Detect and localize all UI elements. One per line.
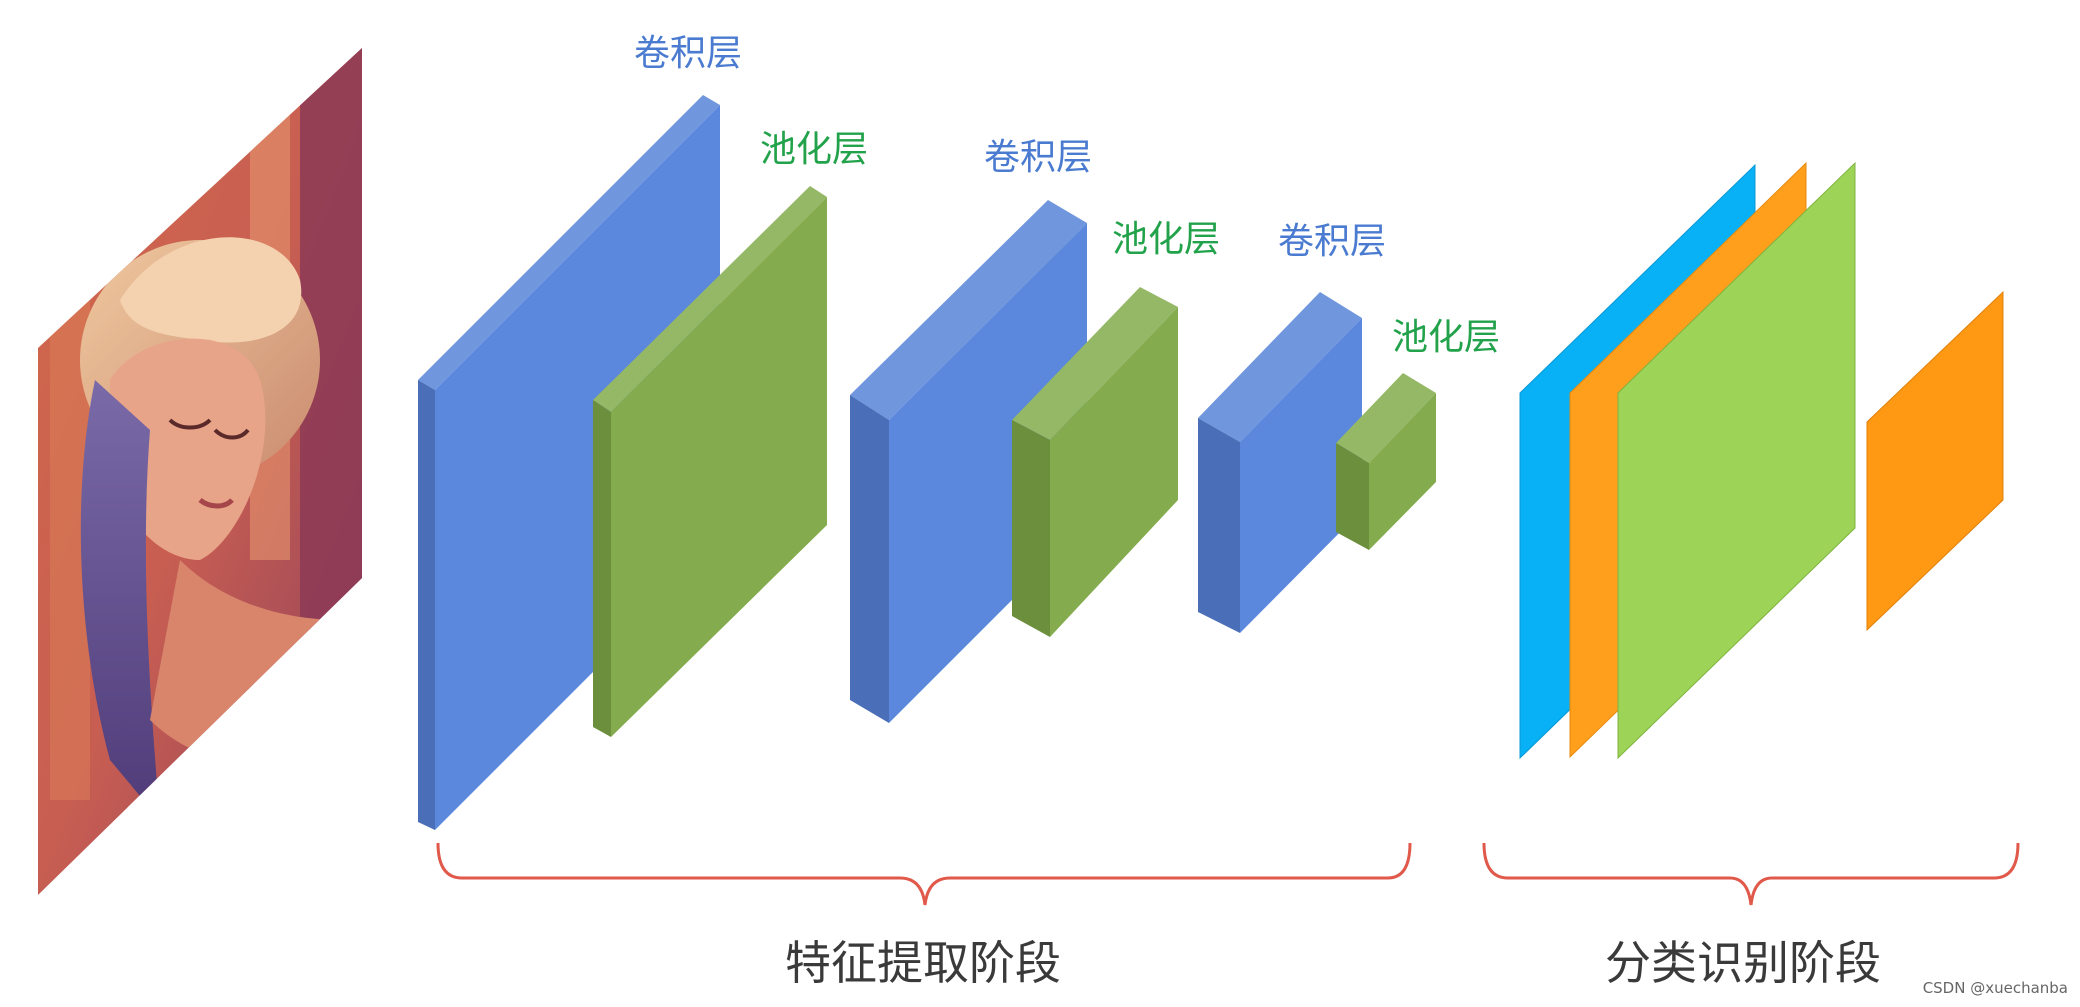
- input-image: [38, 48, 362, 895]
- pool-layer-3: [1336, 373, 1436, 550]
- pool-layer-1-side: [593, 400, 611, 737]
- pool-label-2: 池化层: [1112, 219, 1221, 260]
- conv-layer-2: [850, 200, 1087, 723]
- conv-layer-3-front: [1240, 318, 1362, 633]
- feature-extraction-brace: [436, 842, 1412, 906]
- conv-label-1: 卷积层: [634, 33, 743, 74]
- conv-layer-1-side: [418, 380, 435, 830]
- pool-layer-1-top: [593, 186, 827, 412]
- feature-extraction-label: 特征提取阶段: [785, 936, 1061, 990]
- conv-layer-1: [418, 95, 720, 830]
- conv-label-3: 卷积层: [1278, 221, 1387, 262]
- pool-layer-1-front: [611, 197, 827, 737]
- pool-label-3: 池化层: [1392, 317, 1501, 358]
- output-layer: [1866, 290, 2004, 632]
- conv-layer-1-front: [435, 105, 720, 830]
- conv-layer-3-side: [1198, 418, 1240, 633]
- pool-layer-2-front: [1050, 307, 1178, 637]
- pool-layer-2-top: [1012, 287, 1178, 440]
- conv-layer-2-side: [850, 395, 889, 723]
- classification-brace: [1482, 842, 2020, 906]
- conv-layer-1-top: [418, 95, 720, 390]
- credit-watermark: CSDN @xuechanba: [1922, 979, 2068, 997]
- conv-layer-2-top: [850, 200, 1087, 420]
- pool-label-1: 池化层: [760, 129, 869, 170]
- fc-layers: [1519, 161, 1856, 760]
- conv-layer-3-top: [1198, 292, 1362, 442]
- pool-layer-1: [593, 186, 827, 737]
- pool-layer-2: [1012, 287, 1178, 637]
- conv-layer-2-front: [889, 223, 1087, 723]
- pool-layer-3-front: [1369, 393, 1436, 550]
- fc-layer-green: [1617, 161, 1856, 760]
- pool-layer-3-top: [1336, 373, 1436, 463]
- pool-layer-2-side: [1012, 420, 1050, 637]
- conv-layer-3: [1198, 292, 1362, 633]
- conv-label-2: 卷积层: [984, 137, 1093, 178]
- classification-label: 分类识别阶段: [1605, 936, 1881, 990]
- pool-layer-3-side: [1336, 443, 1369, 550]
